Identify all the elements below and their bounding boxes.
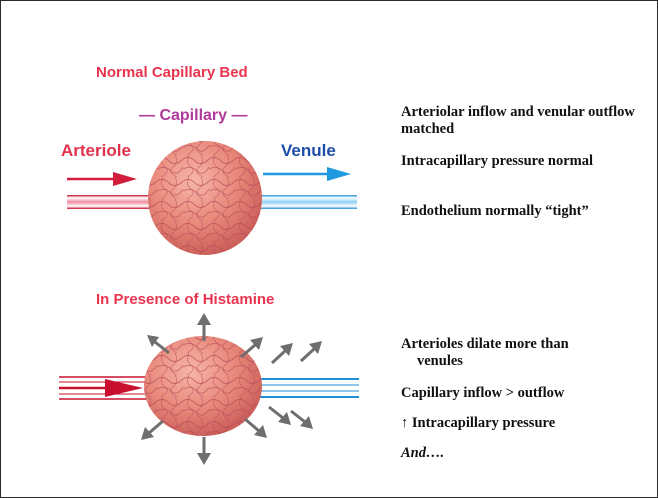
note-and: And…. xyxy=(401,445,651,462)
note-inflow-outflow-matched: Arteriolar inflow and venular outflow ma… xyxy=(401,104,651,138)
up-arrow-icon: ↑ xyxy=(401,415,408,431)
note-arterioles-dilate-line1: Arterioles dilate more than xyxy=(401,336,569,352)
leak-arrow-down-left xyxy=(141,421,163,440)
venule-label: Venule xyxy=(281,141,336,161)
histamine-bed-diagram xyxy=(59,313,359,465)
leak-arrow-down-right-3 xyxy=(291,411,313,429)
note-endothelium-tight: Endothelium normally “tight” xyxy=(401,203,651,220)
note-increased-pressure-text: Intracapillary pressure xyxy=(412,415,555,431)
leak-arrow-down-right-2 xyxy=(269,407,291,425)
capillary-sphere xyxy=(148,141,262,255)
venule-flow-arrow xyxy=(263,167,351,181)
venule-tube xyxy=(247,195,357,209)
leak-arrow-up-left xyxy=(147,335,169,353)
note-arterioles-dilate: Arterioles dilate more than venules xyxy=(401,336,651,370)
arteriole-label: Arteriole xyxy=(61,141,131,161)
leak-arrow-up-right-3 xyxy=(301,341,322,361)
leak-arrow-up-right-2 xyxy=(272,343,293,363)
note-pressure-normal: Intracapillary pressure normal xyxy=(401,153,651,170)
note-arterioles-dilate-line2: venules xyxy=(401,353,651,370)
histamine-title: In Presence of Histamine xyxy=(96,291,274,308)
note-inflow-greater-outflow: Capillary inflow > outflow xyxy=(401,385,651,402)
leak-arrow-down-right-1 xyxy=(245,419,267,438)
arteriole-flow-arrow xyxy=(67,172,137,186)
histamine-venule-tube xyxy=(251,379,359,397)
note-increased-pressure: ↑ Intracapillary pressure xyxy=(401,415,651,432)
leak-arrow-up-right-1 xyxy=(241,337,263,357)
normal-bed-title: Normal Capillary Bed xyxy=(96,64,248,81)
leak-arrow-down xyxy=(197,437,211,465)
capillary-label: — Capillary — xyxy=(139,107,247,125)
